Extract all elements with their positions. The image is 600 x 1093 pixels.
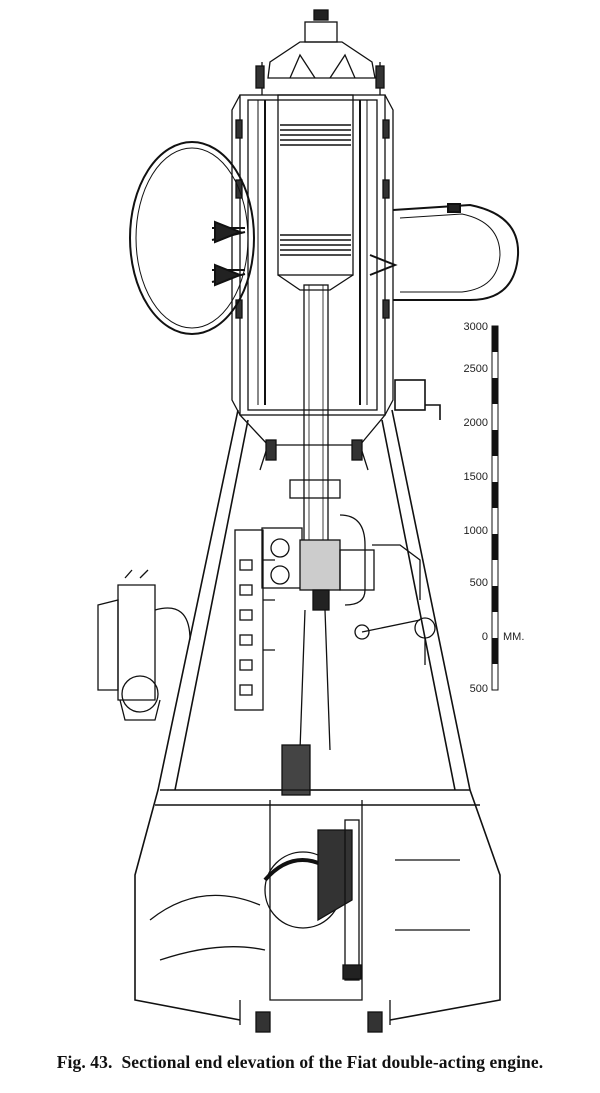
scale-tick-1000: 1000 bbox=[464, 525, 488, 537]
scale-tick-2500: 2500 bbox=[464, 363, 488, 375]
exhaust-manifold-right bbox=[369, 203, 520, 301]
cylinder-head bbox=[255, 9, 385, 95]
piston bbox=[277, 94, 354, 291]
crankcase bbox=[149, 800, 470, 1033]
scale-unit: MM. bbox=[503, 631, 524, 643]
scale-tick-1500: 1500 bbox=[464, 471, 488, 483]
figure-label: Fig. 43. bbox=[56, 1052, 113, 1072]
cylinder-liner bbox=[257, 100, 368, 405]
caption-text: Sectional end elevation of the Fiat doub… bbox=[121, 1052, 544, 1072]
figure-caption: Fig. 43. Sectional end elevation of the … bbox=[0, 1052, 600, 1073]
scale-tick-2000: 2000 bbox=[464, 417, 488, 429]
scale-tick-0: 0 bbox=[482, 631, 488, 643]
scale-tick-500: 500 bbox=[470, 577, 488, 589]
scale-tick-3000: 3000 bbox=[464, 321, 488, 333]
lower-gland bbox=[239, 414, 386, 499]
piston-rod bbox=[303, 284, 329, 556]
scale-tick-500-below: 500 bbox=[470, 683, 488, 695]
connecting-rod bbox=[270, 609, 340, 796]
cylinder-casing bbox=[231, 94, 394, 416]
crosshead bbox=[261, 514, 375, 611]
scale-bar: 3000 2500 2000 1500 1000 500 0 500 MM. bbox=[464, 321, 525, 695]
rocker-lever bbox=[354, 544, 436, 665]
engine-section-drawing: 3000 2500 2000 1500 1000 500 0 500 MM. bbox=[97, 9, 525, 1033]
engine-frame bbox=[134, 379, 501, 1021]
side-valve-gear bbox=[97, 569, 191, 721]
scavenge-receiver-left bbox=[129, 141, 255, 335]
scavenge-pump bbox=[234, 529, 275, 711]
